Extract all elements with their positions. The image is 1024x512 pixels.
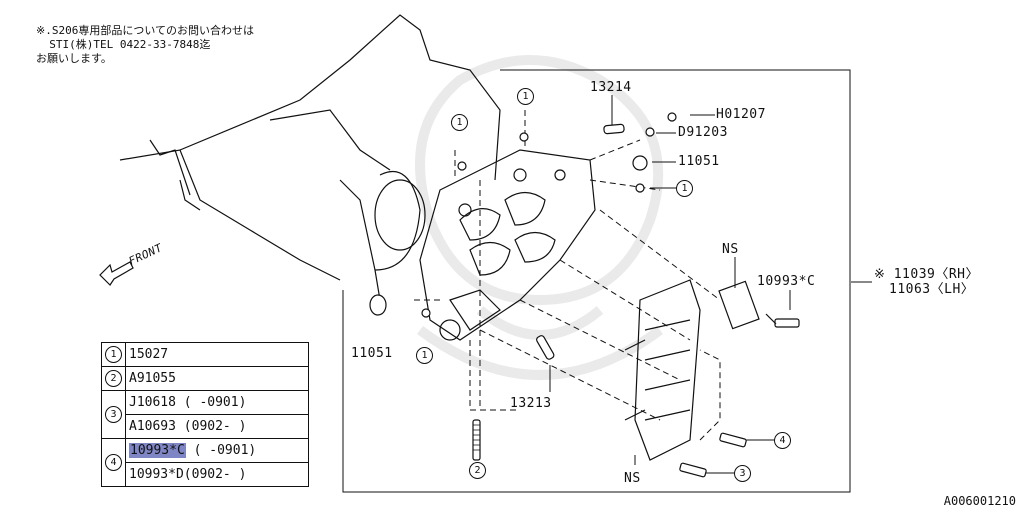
- part-10993c[interactable]: 10993*C: [757, 274, 816, 289]
- table-cell-part[interactable]: A10693 (0902- ): [125, 414, 309, 439]
- table-cell-part[interactable]: A91055: [125, 366, 309, 391]
- fasteners: [369, 112, 800, 478]
- diagram-code: A006001210: [943, 494, 1016, 508]
- part-D91203[interactable]: D91203: [678, 125, 728, 140]
- table-cell-part[interactable]: 10993*D(0902- ): [125, 462, 309, 487]
- cylinder-head: [419, 149, 596, 341]
- part-13213[interactable]: 13213: [510, 396, 552, 411]
- note-line2: STI(株)TEL 0422-33-7848迄: [49, 38, 211, 51]
- callout-2[interactable]: 2: [469, 462, 486, 479]
- table-row: 10993*D(0902- ): [102, 462, 309, 487]
- row-number-circle: 1: [105, 346, 122, 363]
- part-11051-top[interactable]: 11051: [678, 154, 720, 169]
- part-date-range: ( -0901): [193, 443, 257, 458]
- table-cell-part-selected[interactable]: 10993*C ( -0901): [125, 438, 309, 463]
- table-cell-num: 3: [101, 390, 126, 439]
- callout-1-top[interactable]: 1: [517, 88, 534, 105]
- watermark: [415, 55, 664, 380]
- part-13214[interactable]: 13214: [590, 80, 632, 95]
- note-line3: お願いします。: [36, 52, 112, 65]
- table-cell-num: 2: [101, 366, 126, 391]
- table-cell-part[interactable]: J10618 ( -0901): [125, 390, 309, 415]
- callout-1-left[interactable]: 1: [451, 114, 468, 131]
- table-cell-part[interactable]: 15027: [125, 342, 309, 367]
- table-row: A10693 (0902- ): [102, 414, 309, 439]
- row-number-circle: 4: [105, 454, 122, 471]
- table-row: 4 10993*C ( -0901): [101, 438, 309, 487]
- row-number-circle: 3: [105, 406, 122, 423]
- part-11063-lh[interactable]: 11063〈LH〉: [889, 282, 975, 297]
- diagram-frame: [342, 69, 851, 493]
- callout-1-right[interactable]: 1: [676, 180, 693, 197]
- stud-threads: [473, 424, 480, 451]
- callout-4[interactable]: 4: [774, 432, 791, 449]
- note-line1: ※.S206専用部品についてのお問い合わせは: [36, 24, 254, 37]
- table-row: 1 15027: [101, 342, 309, 367]
- table-row: 2 A91055: [101, 366, 309, 391]
- row-number-circle: 2: [105, 370, 122, 387]
- dashed-leaders: [410, 110, 721, 441]
- parts-legend-table: 1 15027 2 A91055 3 J10618 ( -0901) A1069…: [101, 342, 309, 487]
- inquiry-note: ※.S206専用部品についてのお問い合わせは STI(株)TEL 0422-33…: [36, 24, 254, 66]
- table-cell-num: 4: [101, 438, 126, 487]
- table-cell-num: 1: [101, 342, 126, 367]
- callout-1-bottom[interactable]: 1: [416, 347, 433, 364]
- part-11051-bottom[interactable]: 11051: [351, 346, 393, 361]
- part-H01207[interactable]: H01207: [716, 107, 766, 122]
- ns-label-bottom: NS: [624, 471, 641, 486]
- table-row: 3 J10618 ( -0901): [101, 390, 309, 439]
- selected-part-highlight[interactable]: 10993*C: [129, 443, 186, 458]
- ns-label-top: NS: [722, 242, 739, 257]
- camshaft-carrier: [624, 279, 760, 461]
- part-11039-rh[interactable]: ※ 11039〈RH〉: [874, 267, 980, 282]
- solid-leaders: [549, 95, 872, 474]
- callout-3[interactable]: 3: [734, 465, 751, 482]
- front-arrow: [99, 261, 134, 286]
- engine-block: [119, 14, 501, 301]
